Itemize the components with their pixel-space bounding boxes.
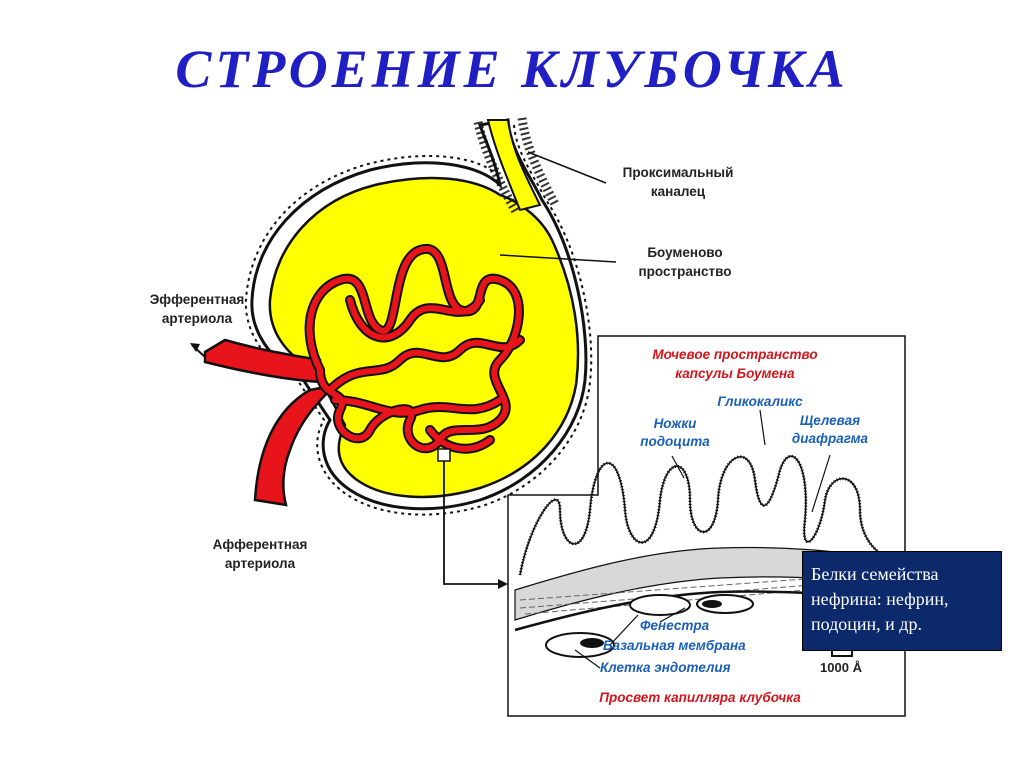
zoom-line [443,461,500,585]
capillary-loops-fill [306,245,523,452]
endothelial-cell-3 [696,594,754,614]
fenestra-leader [659,607,686,623]
info-line-1: Белки семейства [811,564,939,584]
glycocalyx-label: Гликокаликс [717,394,803,409]
capillary-lumen-label: Просвет капилляра клубочка [599,690,801,705]
glycocalyx-leader [759,409,766,446]
endothelial-leader [574,649,601,669]
info-line-3: подоцин, и др. [811,614,922,634]
endothelial-cell-2 [629,594,691,616]
efferent-arrowhead [190,343,200,352]
scale-label: 1000 Å [820,660,862,675]
inset-frame [507,335,906,717]
podocyte-feet-leader [671,455,685,479]
proximal-tubule-cells [473,117,560,215]
slit-leader [811,454,831,513]
basal-leader [609,614,639,646]
info-line-2: нефрина: нефрин, [811,589,949,609]
endothelial-cell-label: Клетка эндотелия [600,660,731,675]
endothelial-nucleus-3 [702,600,722,608]
nephrin-info-box: Белки семейства нефрина: нефрин, подоцин… [802,551,1002,651]
zoom-arrowhead [498,579,508,589]
podocyte-outline [519,455,901,576]
endothelial-nucleus-1 [580,638,604,648]
zoom-marker [437,448,451,462]
page-title: СТРОЕНИЕ КЛУБОЧКА [175,39,849,99]
afferent-arteriole [253,382,339,507]
fenestra-label: Фенестра [640,618,710,633]
bowman-space-leader [499,254,617,263]
proximal-tubule [486,119,542,212]
proximal-leader [527,151,607,184]
basal-membrane-label: Базальная мембрана [603,638,746,653]
bowman-capsule-dots [244,124,593,516]
